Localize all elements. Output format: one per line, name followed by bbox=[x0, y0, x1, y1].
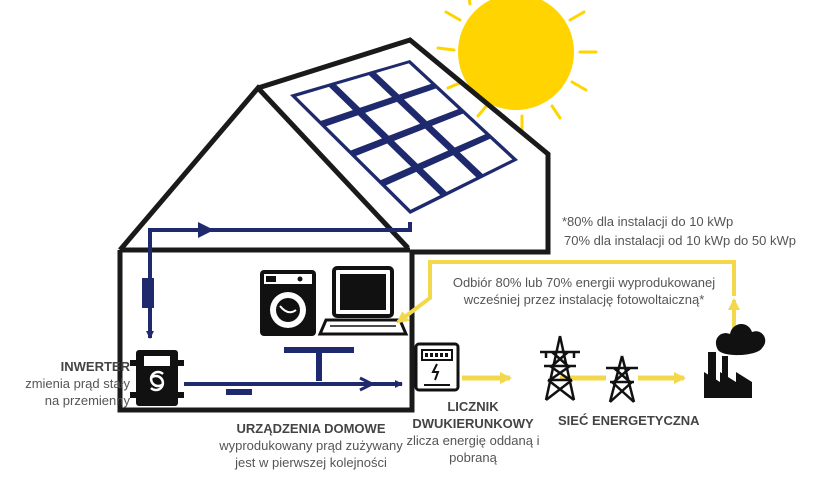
meter-icon bbox=[414, 342, 460, 392]
pylon-icon bbox=[606, 355, 638, 403]
solar-panel-icon bbox=[290, 60, 518, 214]
ac-line bbox=[184, 376, 403, 395]
house-outline bbox=[117, 37, 551, 413]
solar-cell bbox=[459, 138, 513, 175]
meter-title-line2: DWUKIERUNKOWY bbox=[412, 416, 534, 431]
inverter-desc-line1: zmienia prąd stały bbox=[25, 376, 130, 391]
appliances-label: URZĄDZENIA DOMOWE wyprodukowany prąd zuż… bbox=[186, 420, 436, 471]
meter-desc-line2: pobraną bbox=[449, 450, 497, 465]
inverter-label: INWERTER zmienia prąd stały na przemienn… bbox=[12, 358, 130, 409]
pylon-icon bbox=[540, 335, 580, 401]
grid-label: SIEĆ ENERGETYCZNA bbox=[558, 412, 728, 429]
footnote-line1: *80% dla instalacji do 10 kWp bbox=[562, 214, 734, 229]
meter-label: LICZNIK DWUKIERUNKOWY zlicza energię odd… bbox=[390, 398, 556, 466]
solar-cell bbox=[386, 171, 441, 210]
inverter-icon bbox=[130, 350, 184, 406]
inverter-title: INWERTER bbox=[60, 359, 130, 374]
appliances-title: URZĄDZENIA DOMOWE bbox=[236, 421, 386, 436]
footnote: *80% dla instalacji do 10 kWp 70% dla in… bbox=[562, 212, 832, 250]
power-plant-icon bbox=[704, 323, 766, 398]
draw-back-line1: Odbiór 80% lub 70% energii wyprodukowane… bbox=[452, 275, 716, 290]
solar-cell bbox=[356, 143, 412, 181]
draw-back-line2: wcześniej przez instalację fotowoltaiczn… bbox=[463, 292, 705, 307]
footnote-line2: 70% dla instalacji od 10 kWp do 50 kWp bbox=[564, 233, 796, 248]
appliances-desc-line1: wyprodukowany prąd zużywany bbox=[219, 438, 403, 453]
laptop-icon bbox=[317, 266, 409, 336]
appliances-desc-line2: jest w pierwszej kolejności bbox=[235, 455, 387, 470]
solar-cell bbox=[376, 63, 432, 95]
solar-cell bbox=[422, 155, 477, 192]
solar-cell bbox=[326, 115, 382, 151]
solar-cell bbox=[431, 113, 486, 148]
dc-line bbox=[142, 222, 412, 339]
solar-cell bbox=[404, 88, 459, 122]
draw-back-note: Odbiór 80% lub 70% energii wyprodukowane… bbox=[440, 274, 728, 308]
solar-cell bbox=[296, 86, 353, 121]
solar-cell bbox=[365, 101, 421, 136]
washing-machine-icon bbox=[260, 270, 316, 336]
solar-cell bbox=[394, 128, 449, 164]
inverter-desc-line2: na przemienny bbox=[44, 393, 130, 408]
appliance-connector bbox=[284, 347, 354, 381]
grid-title: SIEĆ ENERGETYCZNA bbox=[558, 413, 700, 428]
meter-title-line1: LICZNIK bbox=[447, 399, 499, 414]
solar-cell bbox=[336, 75, 392, 108]
meter-desc-line1: zlicza energię oddaną i bbox=[406, 433, 540, 448]
